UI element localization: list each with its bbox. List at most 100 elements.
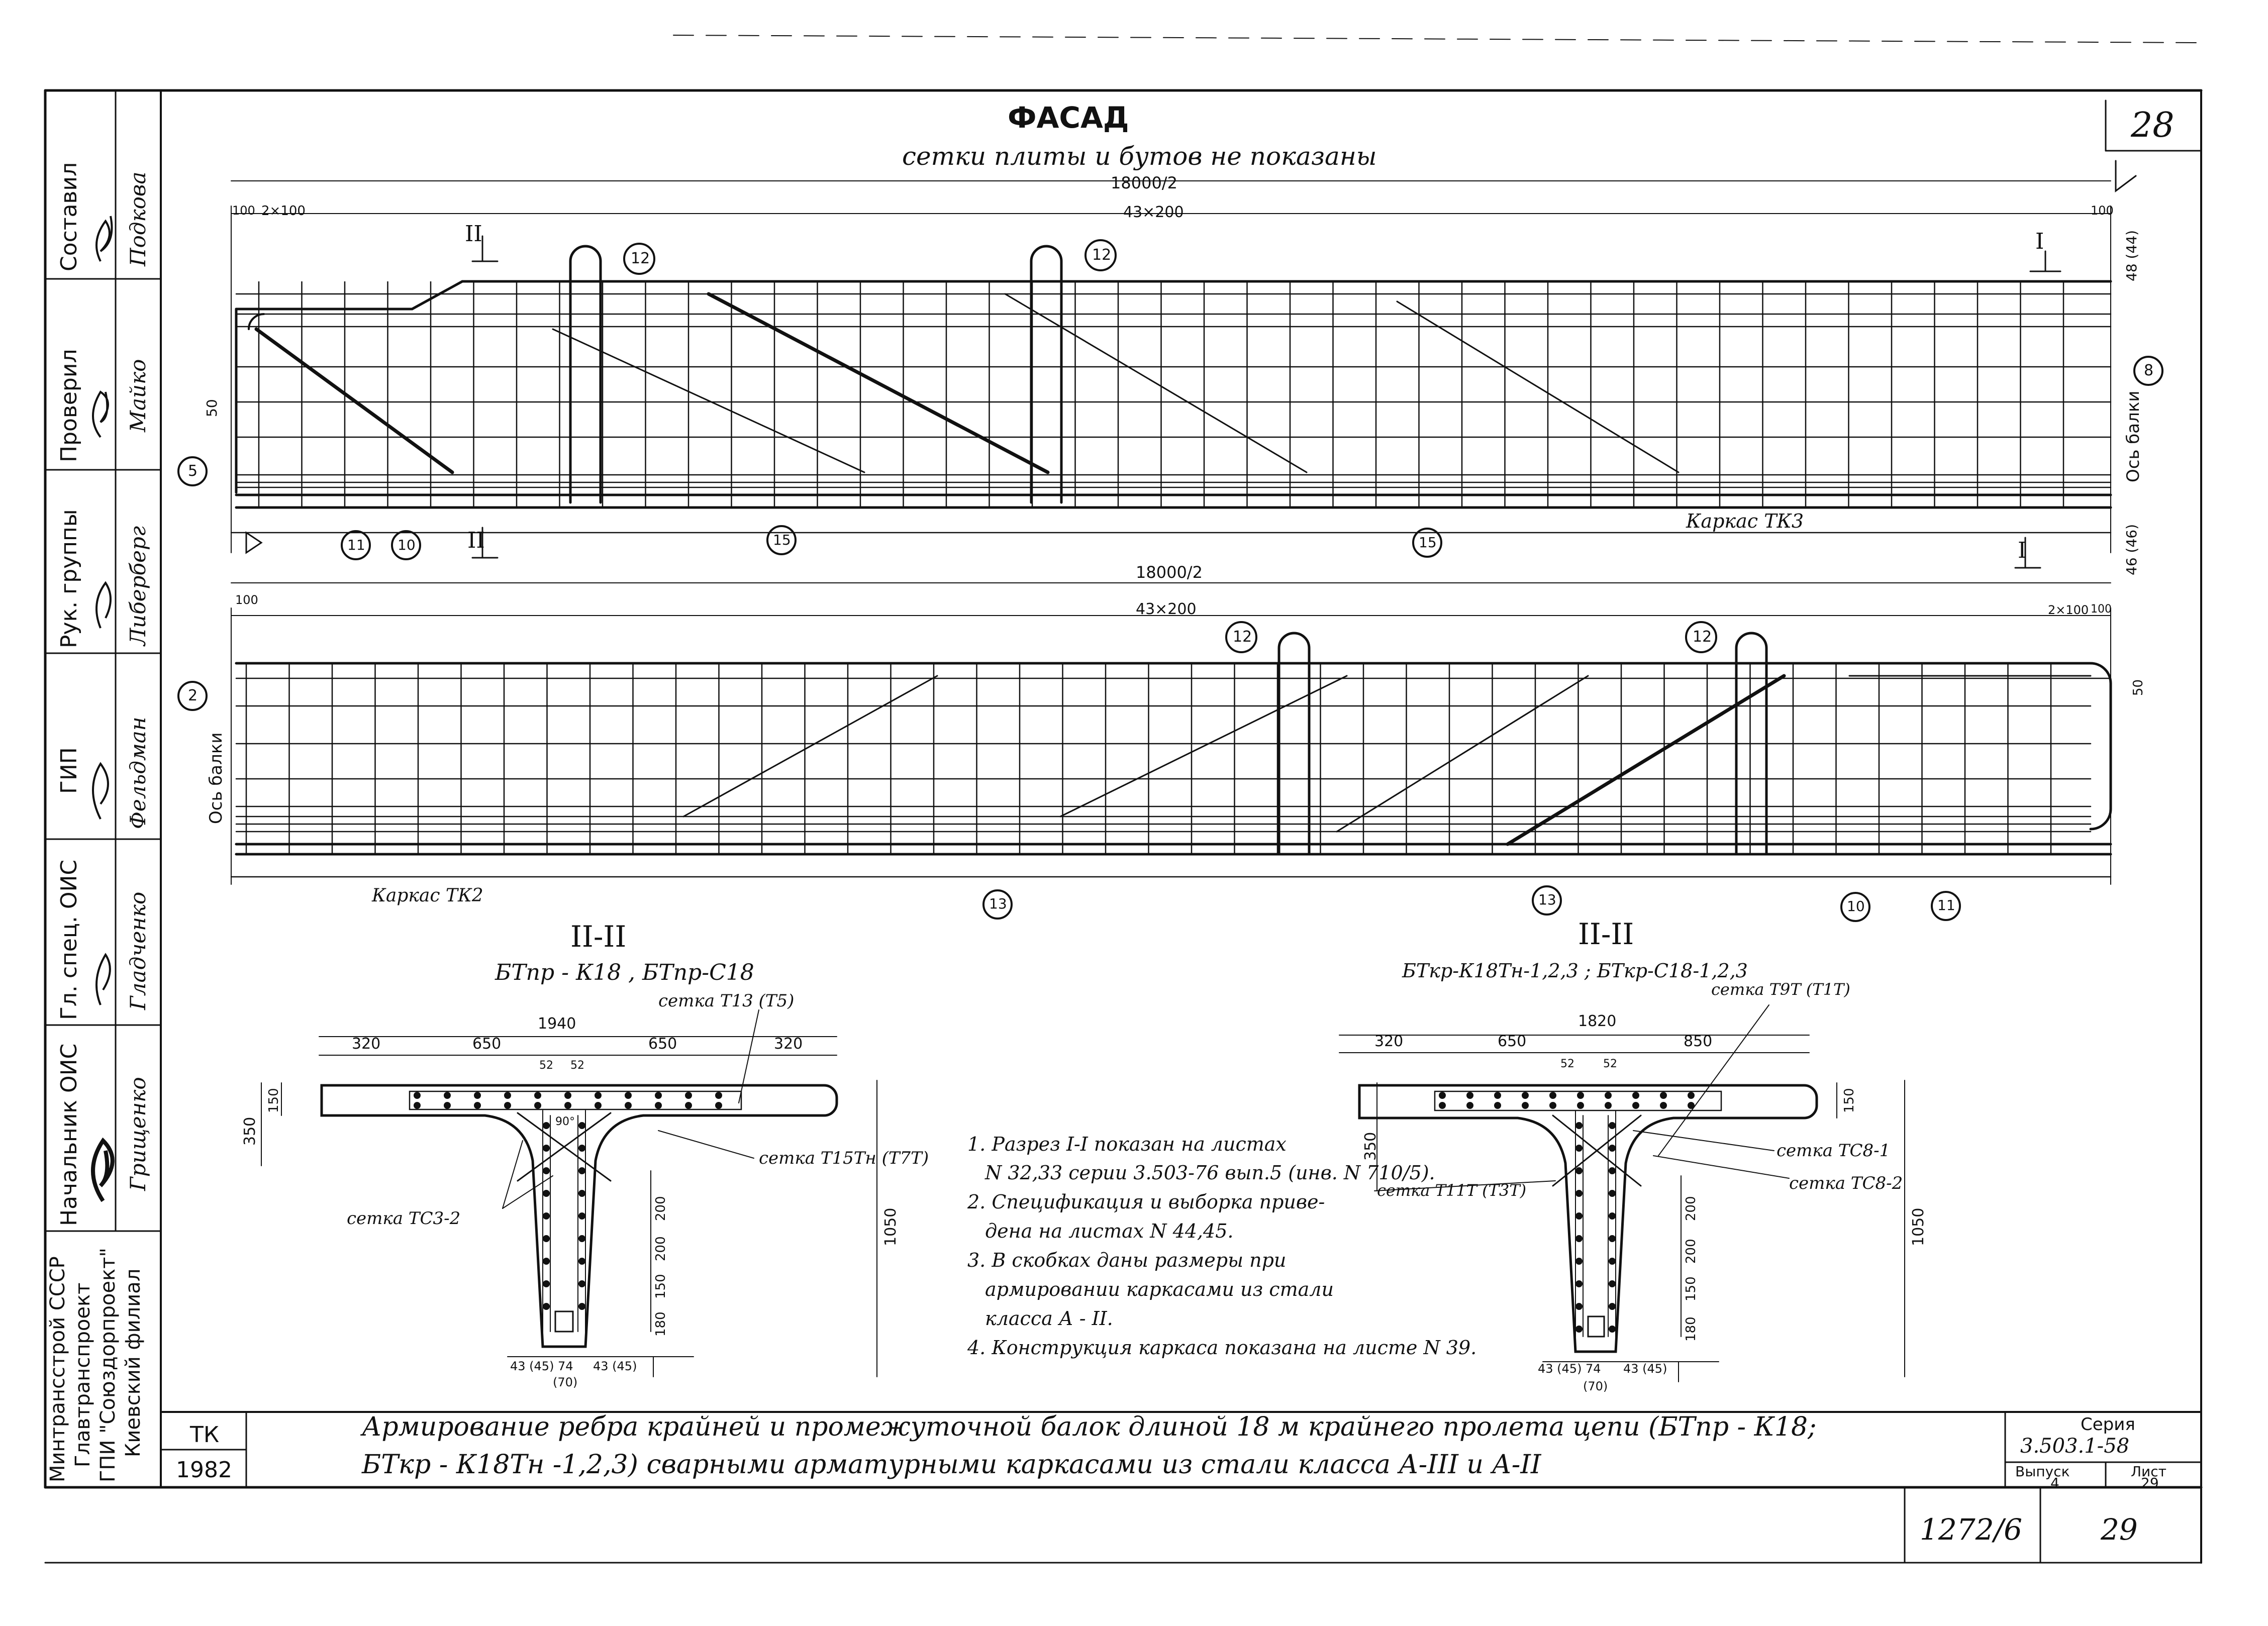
- rebar-dot: [504, 1102, 511, 1109]
- top-left-vert-dim: 50: [204, 399, 220, 417]
- section-left-mark: II-II: [570, 920, 627, 954]
- rebar-dot: [625, 1102, 632, 1109]
- rebar-dot: [1466, 1102, 1473, 1109]
- section-right-mark: II-II: [1578, 917, 1634, 951]
- section-left-h-top: 350: [241, 1116, 259, 1146]
- org-gpi: ГПИ "Союздорпроект": [96, 1248, 120, 1482]
- rebar-dot: [1609, 1280, 1616, 1287]
- rebar-dot: [543, 1145, 550, 1152]
- rebar-dot: [578, 1122, 585, 1129]
- section-left-mid-1: 52: [539, 1059, 553, 1072]
- bottom-axis-label: Ось балки: [206, 732, 226, 824]
- rebar-dot: [595, 1092, 602, 1099]
- stamp-role-composer: Составил: [56, 162, 82, 271]
- section-left-v-1: 200: [653, 1196, 668, 1221]
- top-overall-dim: 18000/2: [1111, 173, 1177, 192]
- bottom-pitch-dim: 43×200: [1136, 600, 1197, 618]
- callout-12-c: 12: [1233, 628, 1252, 646]
- rebar-dot: [1575, 1235, 1583, 1242]
- section-left-h-total: 1050: [882, 1207, 900, 1246]
- note-4: 4. Конструкция каркаса показана на листе…: [967, 1337, 1477, 1359]
- rebar-dot: [578, 1235, 585, 1242]
- rebar-dot: [578, 1212, 585, 1220]
- note-3-line-3: класса А - II.: [985, 1307, 1113, 1330]
- section-right-v-1: 200: [1684, 1196, 1699, 1221]
- issue-label: Выпуск: [2015, 1463, 2070, 1480]
- signature-marks: [91, 216, 115, 1202]
- org-branch: Киевский филиал: [122, 1268, 145, 1457]
- org-ministry: Минтрансстрой СССР: [46, 1256, 69, 1482]
- top-right-vert-dim-2: 46 (46): [2123, 524, 2140, 575]
- section-right-subtitle: БТкр-К18Тн-1,2,3 ; БТкр-С18-1,2,3: [1402, 960, 1748, 982]
- rebar-dot: [1575, 1280, 1583, 1287]
- section-right-bottom-2: 74: [1586, 1362, 1601, 1376]
- top-facade-stirrups: [258, 281, 2064, 507]
- rebar-dot: [1632, 1092, 1639, 1099]
- section-right-v-4: 180: [1684, 1316, 1699, 1342]
- section-right-bottom-1: 43 (45): [1538, 1362, 1582, 1376]
- callout-13-b: 13: [1538, 891, 1556, 908]
- section-right-net-r2: сетка ТС8-2: [1789, 1173, 1903, 1193]
- section-right-mid-1: 52: [1560, 1058, 1574, 1070]
- footer-title-line-1: Армирование ребра крайней и промежуточно…: [362, 1412, 1817, 1442]
- callout-12-d: 12: [1693, 628, 1712, 646]
- stamp-role-chief-specialist: Гл. спец. ОИС: [56, 859, 82, 1020]
- rebar-dot: [625, 1092, 632, 1099]
- frame-tk3-label: Каркас ТК3: [1686, 510, 1804, 532]
- rebar-dot: [543, 1190, 550, 1197]
- rebar-dot: [1575, 1167, 1583, 1174]
- rebar-dot: [414, 1092, 421, 1099]
- rebar-dot: [504, 1092, 511, 1099]
- section-right-net-top: сетка Т9Т (Т1Т): [1711, 980, 1850, 999]
- rebar-dot: [1575, 1212, 1583, 1220]
- section-right-bottom-paren: (70): [1583, 1379, 1608, 1393]
- rebar-dot: [564, 1092, 571, 1099]
- rebar-dot: [1577, 1102, 1584, 1109]
- section-right-v-2: 200: [1684, 1239, 1699, 1264]
- bottom-right-small-dim: 100: [2091, 603, 2112, 616]
- rebar-dot: [1522, 1102, 1529, 1109]
- rebar-dot: [1688, 1102, 1695, 1109]
- section-left-net-side: сетка Т15Тн (Т7Т): [759, 1148, 929, 1168]
- section-left-bottom-3: 43 (45): [593, 1359, 637, 1373]
- rebar-dot: [543, 1235, 550, 1242]
- issue-value: 4: [2050, 1475, 2059, 1491]
- section-left-seg-1: 320: [352, 1035, 381, 1053]
- section-left-net-left: сетка ТС3-2: [347, 1208, 461, 1229]
- rebar-dot: [685, 1092, 692, 1099]
- section-right-h-top: 350: [1362, 1132, 1379, 1161]
- callout-2: 2: [188, 687, 198, 704]
- section-right-net-left: сетка Т11Т (Т3Т): [1377, 1181, 1527, 1200]
- section-mark-i-bottom: I: [2018, 538, 2027, 563]
- bottom-facade-stirrups: [245, 663, 2052, 854]
- rebar-dot: [1575, 1145, 1583, 1152]
- section-right-seg-1: 320: [1374, 1033, 1404, 1050]
- rebar-dot: [578, 1303, 585, 1310]
- top-left-dim: 2×100: [261, 204, 306, 219]
- rebar-dot: [655, 1102, 662, 1109]
- rebar-dot: [543, 1303, 550, 1310]
- callout-10-a: 10: [398, 537, 416, 553]
- section-left-v-4: 180: [653, 1311, 668, 1337]
- callout-5: 5: [188, 462, 198, 480]
- rebar-dot: [655, 1092, 662, 1099]
- section-right-seg-2: 650: [1498, 1033, 1527, 1050]
- rebar-dot: [1575, 1326, 1583, 1333]
- facade-title: ФАСАД: [1008, 100, 1129, 135]
- note-2-line-1: 2. Спецификация и выборка приве-: [967, 1191, 1325, 1213]
- callout-8: 8: [2144, 362, 2154, 379]
- top-right-vert-dim-1: 48 (44): [2123, 230, 2140, 281]
- stamp-role-checker: Проверил: [56, 349, 82, 462]
- right-section-rebar-dots: [1439, 1092, 1695, 1333]
- section-right-mid-2: 52: [1603, 1058, 1617, 1070]
- section-right-top-width: 1820: [1578, 1012, 1617, 1030]
- top-axis-label: Ось балки: [2123, 390, 2143, 482]
- rebar-dot: [1439, 1102, 1446, 1109]
- rebar-dot: [715, 1092, 722, 1099]
- rebar-dot: [1660, 1102, 1667, 1109]
- section-right-h-flange: 150: [1842, 1088, 1857, 1113]
- callout-15-b: 15: [1419, 534, 1437, 551]
- rebar-dot: [578, 1167, 585, 1174]
- section-left-mid-2: 52: [570, 1059, 584, 1072]
- rebar-dot: [1609, 1235, 1616, 1242]
